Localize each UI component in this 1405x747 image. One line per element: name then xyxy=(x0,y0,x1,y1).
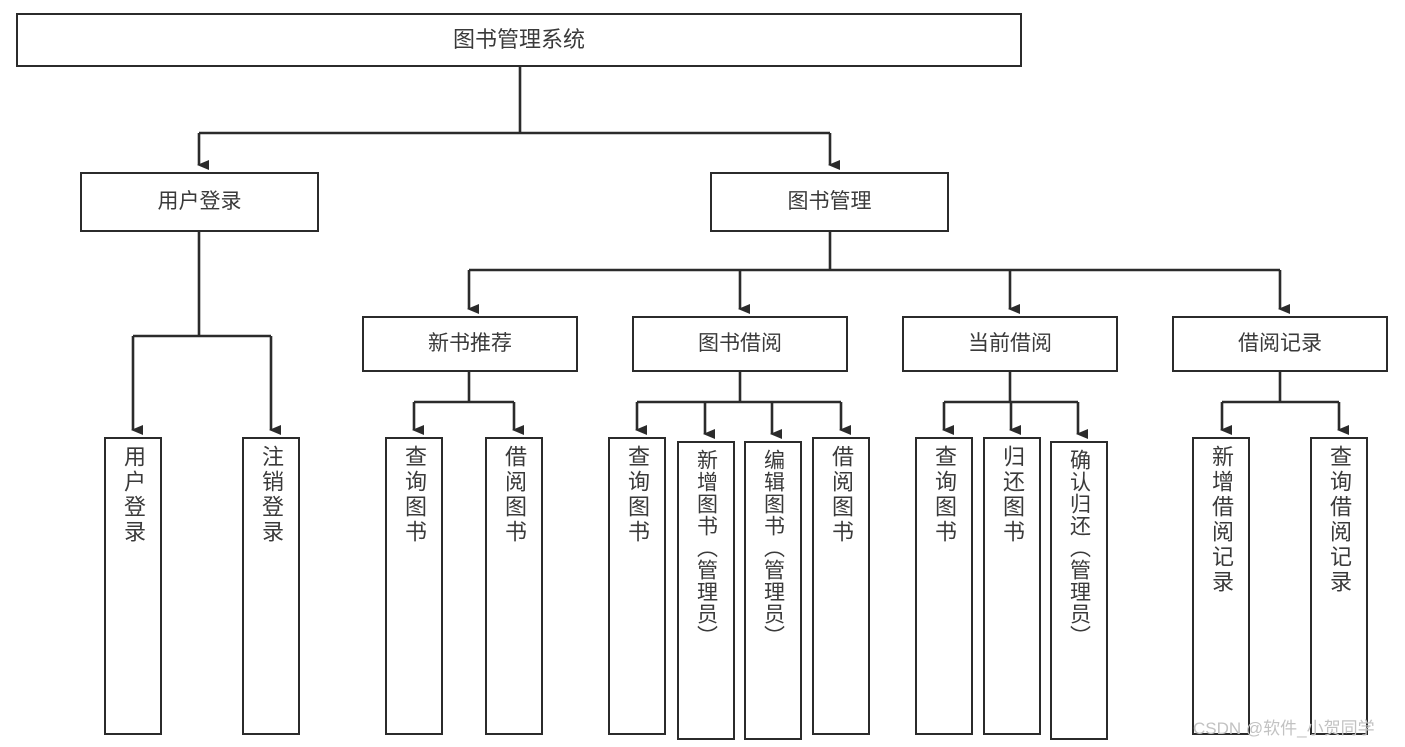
node-label: 查询借阅记录 xyxy=(1327,445,1352,595)
node-book-management-system[interactable]: 图书管理系统 xyxy=(16,13,1022,67)
leaf-borrow-book-recommend[interactable]: 借阅图书 xyxy=(485,437,543,735)
node-current-borrow[interactable]: 当前借阅 xyxy=(902,316,1118,372)
leaf-query-book-borrow[interactable]: 查询图书 xyxy=(608,437,666,735)
leaf-add-book-admin[interactable]: 新增图书（管理员） xyxy=(677,441,735,740)
leaf-query-borrow-record[interactable]: 查询借阅记录 xyxy=(1310,437,1368,735)
leaf-borrow-book-borrow[interactable]: 借阅图书 xyxy=(812,437,870,735)
node-label: 图书借阅 xyxy=(698,331,782,355)
node-new-book-recommend[interactable]: 新书推荐 xyxy=(362,316,578,372)
leaf-logout-login[interactable]: 注销登录 xyxy=(242,437,300,735)
node-book-management[interactable]: 图书管理 xyxy=(710,172,949,232)
node-label: 图书管理 xyxy=(787,189,872,213)
leaf-confirm-return-admin[interactable]: 确认归还（管理员） xyxy=(1050,441,1108,740)
leaf-return-book[interactable]: 归还图书 xyxy=(983,437,1041,735)
node-label: 归还图书 xyxy=(1000,445,1025,545)
leaf-query-book-recommend[interactable]: 查询图书 xyxy=(385,437,443,735)
node-borrow-record[interactable]: 借阅记录 xyxy=(1172,316,1388,372)
node-label: 图书管理系统 xyxy=(452,27,585,53)
node-label: 编辑图书（管理员） xyxy=(761,449,785,647)
node-label: 新书推荐 xyxy=(428,331,512,355)
node-label: 借阅图书 xyxy=(829,445,854,545)
node-label: 查询图书 xyxy=(932,445,957,545)
node-label: 新增图书（管理员） xyxy=(694,449,718,647)
leaf-query-book-current[interactable]: 查询图书 xyxy=(915,437,973,735)
leaf-edit-book-admin[interactable]: 编辑图书（管理员） xyxy=(744,441,802,740)
node-label: 用户登录 xyxy=(157,189,242,213)
node-label: 注销登录 xyxy=(259,445,284,545)
leaf-add-borrow-record[interactable]: 新增借阅记录 xyxy=(1192,437,1250,735)
node-label: 确认归还（管理员） xyxy=(1067,449,1091,647)
node-label: 借阅记录 xyxy=(1238,331,1322,355)
node-book-borrow[interactable]: 图书借阅 xyxy=(632,316,848,372)
node-user-login[interactable]: 用户登录 xyxy=(80,172,319,232)
node-label: 用户登录 xyxy=(121,445,146,545)
leaf-user-login[interactable]: 用户登录 xyxy=(104,437,162,735)
node-label: 借阅图书 xyxy=(502,445,527,545)
node-label: 新增借阅记录 xyxy=(1209,445,1234,595)
node-label: 查询图书 xyxy=(402,445,427,545)
node-label: 当前借阅 xyxy=(968,331,1052,355)
node-label: 查询图书 xyxy=(625,445,650,545)
